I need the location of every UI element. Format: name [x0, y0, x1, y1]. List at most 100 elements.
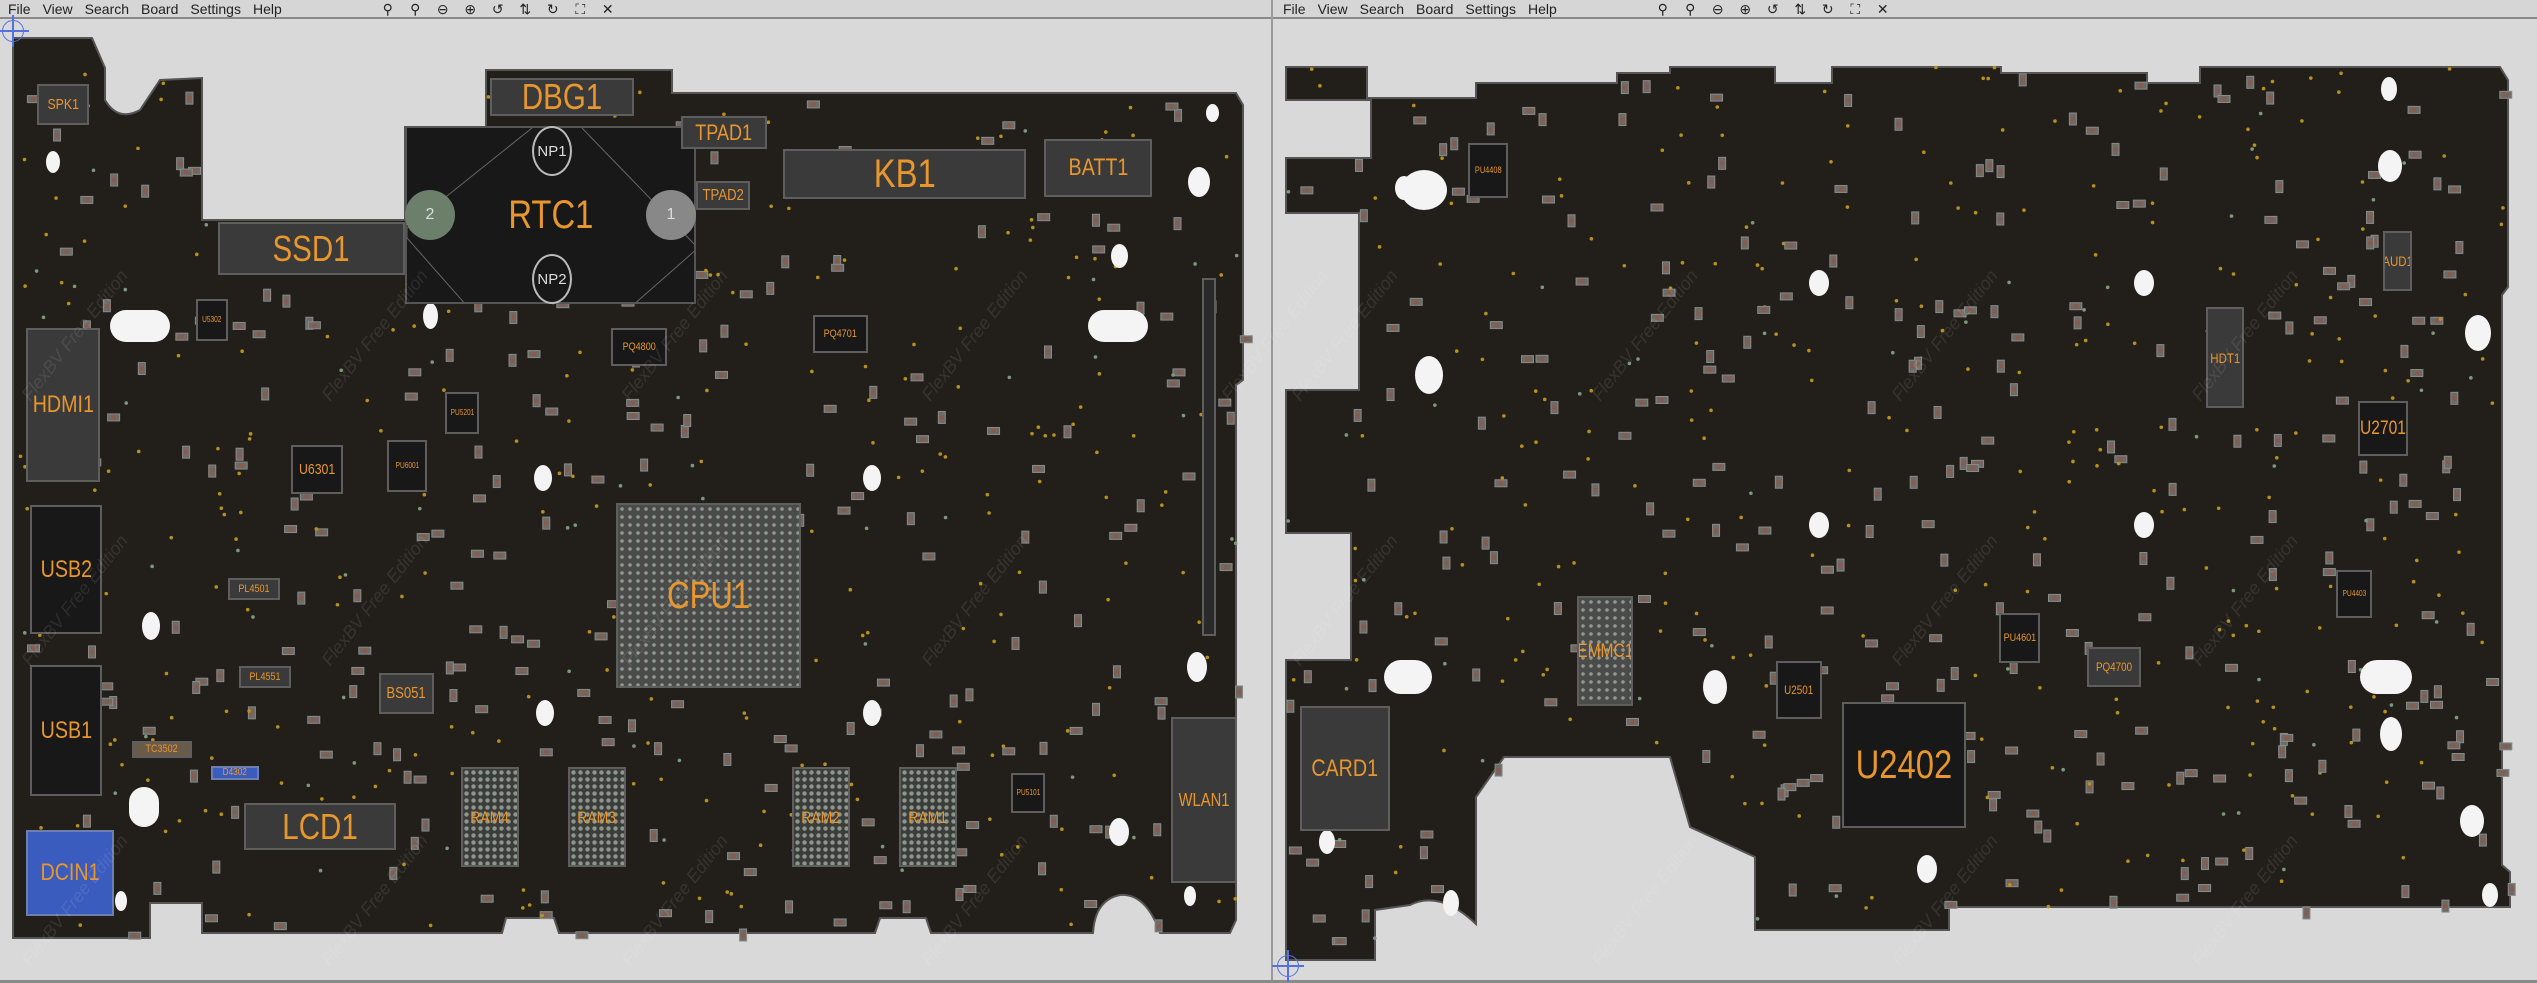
mounting-hole — [1109, 818, 1129, 846]
zoom-in-icon[interactable]: ⚲ — [1685, 1, 1696, 17]
component-lcd1[interactable]: LCD1 — [244, 803, 396, 850]
zoom-out-icon[interactable]: ⚲ — [382, 1, 393, 17]
component-tpad2[interactable]: TPAD2 — [696, 181, 750, 210]
via — [1622, 263, 1627, 268]
smd-pad — [967, 886, 972, 891]
component-tc3502[interactable]: TC3502 — [132, 741, 192, 758]
component-u2402[interactable]: U2402 — [1842, 702, 1966, 828]
menu-board[interactable]: Board — [141, 0, 179, 17]
connector-strip[interactable] — [1202, 278, 1216, 636]
rotate-cw-icon[interactable]: ↻ — [1821, 1, 1834, 17]
smd-pad — [1771, 676, 1776, 681]
component-pq4701[interactable]: PQ4701 — [813, 315, 868, 353]
via — [1694, 611, 1699, 616]
component-usb2[interactable]: USB2 — [30, 505, 102, 634]
component-d4302[interactable]: D4302 — [211, 766, 259, 780]
component-tpad1[interactable]: TPAD1 — [681, 116, 767, 149]
component-ram4[interactable]: RAM4 — [461, 767, 519, 867]
menu-search[interactable]: Search — [84, 0, 130, 17]
via — [2414, 558, 2419, 563]
fit-view-icon[interactable]: ⛶ — [1850, 1, 1861, 17]
component-dbg1[interactable]: DBG1 — [490, 78, 634, 116]
rotate-ccw-icon[interactable]: ↺ — [1766, 1, 1779, 17]
rotate-cw-icon[interactable]: ↻ — [546, 1, 559, 17]
via — [521, 906, 525, 910]
component-pq4800[interactable]: PQ4800 — [611, 328, 667, 366]
zoom-in-icon[interactable]: ⚲ — [410, 1, 421, 17]
smd-pad — [631, 414, 636, 419]
component-pu5201[interactable]: PU5201 — [445, 392, 479, 434]
component-u5302[interactable]: U5302 — [196, 299, 228, 341]
via — [1106, 597, 1110, 602]
menu-settings[interactable]: Settings — [190, 0, 241, 17]
component-ram3[interactable]: RAM3 — [568, 767, 626, 867]
component-kb1[interactable]: KB1 — [783, 149, 1026, 199]
component-dcin1[interactable]: DCIN1 — [26, 830, 114, 916]
component-emmc1[interactable]: EMMC1 — [1577, 596, 1633, 706]
close-icon[interactable]: ✕ — [601, 1, 614, 17]
component-pu4403[interactable]: PU4403 — [2336, 570, 2372, 618]
component-pu6001[interactable]: PU6001 — [387, 440, 427, 492]
smd-pad — [2435, 689, 2440, 694]
component-hdmi1[interactable]: HDMI1 — [26, 328, 100, 482]
via — [279, 781, 284, 785]
plus-circle-icon[interactable]: ⊕ — [1739, 1, 1752, 17]
via — [1730, 774, 1735, 779]
component-bs051[interactable]: BS051 — [379, 673, 434, 714]
fit-view-icon[interactable]: ⛶ — [575, 1, 586, 17]
pane-divider[interactable] — [1271, 0, 1273, 983]
component-u2501[interactable]: U2501 — [1776, 661, 1822, 719]
menu-view[interactable]: View — [42, 0, 73, 17]
component-u6301[interactable]: U6301 — [291, 445, 343, 494]
flip-icon[interactable]: ⇅ — [519, 1, 532, 17]
menu-file[interactable]: File — [8, 0, 31, 17]
component-pl4551[interactable]: PL4551 — [239, 666, 291, 688]
component-card1[interactable]: CARD1 — [1300, 706, 1390, 831]
minus-circle-icon[interactable]: ⊖ — [1711, 1, 1724, 17]
zoom-out-icon[interactable]: ⚲ — [1657, 1, 1668, 17]
component-spk1[interactable]: SPK1 — [37, 84, 89, 125]
component-u2701[interactable]: U2701 — [2358, 401, 2408, 456]
menu-search[interactable]: Search — [1359, 0, 1405, 17]
flip-icon[interactable]: ⇅ — [1794, 1, 1807, 17]
component-ram1[interactable]: RAM1 — [899, 767, 957, 867]
menu-settings[interactable]: Settings — [1465, 0, 1516, 17]
menu-board[interactable]: Board — [1416, 0, 1454, 17]
via — [1983, 582, 1988, 587]
component-usb1[interactable]: USB1 — [30, 665, 102, 796]
component-batt1[interactable]: BATT1 — [1044, 139, 1152, 197]
via — [146, 778, 150, 782]
menu-file[interactable]: File — [1283, 0, 1306, 17]
menu-view[interactable]: View — [1317, 0, 1348, 17]
smd-pad — [1369, 483, 1374, 488]
smd-pad — [741, 933, 746, 938]
component-pu5101[interactable]: PU5101 — [1011, 773, 1045, 813]
component-ssd1[interactable]: SSD1 — [218, 222, 405, 275]
menu-help[interactable]: Help — [252, 0, 282, 17]
menu-help[interactable]: Help — [1527, 0, 1557, 17]
via — [1411, 103, 1416, 108]
via — [1017, 570, 1022, 575]
close-icon[interactable]: ✕ — [1876, 1, 1889, 17]
component-pu4408[interactable]: PU4408 — [1468, 143, 1508, 198]
via — [1511, 271, 1516, 276]
component-pq4700[interactable]: PQ4700 — [2087, 647, 2141, 687]
minus-circle-icon[interactable]: ⊖ — [436, 1, 449, 17]
via — [124, 401, 129, 405]
component-pu4601[interactable]: PU4601 — [1999, 613, 2040, 663]
smd-pad — [748, 870, 753, 875]
component-wlan1[interactable]: WLAN1 — [1171, 717, 1237, 883]
smd-pad — [967, 692, 972, 697]
component-hdt1[interactable]: HDT1 — [2206, 307, 2244, 408]
component-ram2[interactable]: RAM2 — [792, 767, 850, 867]
smd-pad — [1138, 306, 1143, 311]
smd-pad — [2430, 514, 2435, 519]
smd-pad — [2401, 478, 2406, 483]
component-label: LCD1 — [282, 805, 358, 847]
component-aud1[interactable]: AUD1 — [2383, 231, 2412, 291]
via — [72, 284, 77, 289]
component-cpu1[interactable]: CPU1 — [616, 503, 801, 688]
component-pl4501[interactable]: PL4501 — [228, 578, 280, 600]
plus-circle-icon[interactable]: ⊕ — [464, 1, 477, 17]
rotate-ccw-icon[interactable]: ↺ — [491, 1, 504, 17]
